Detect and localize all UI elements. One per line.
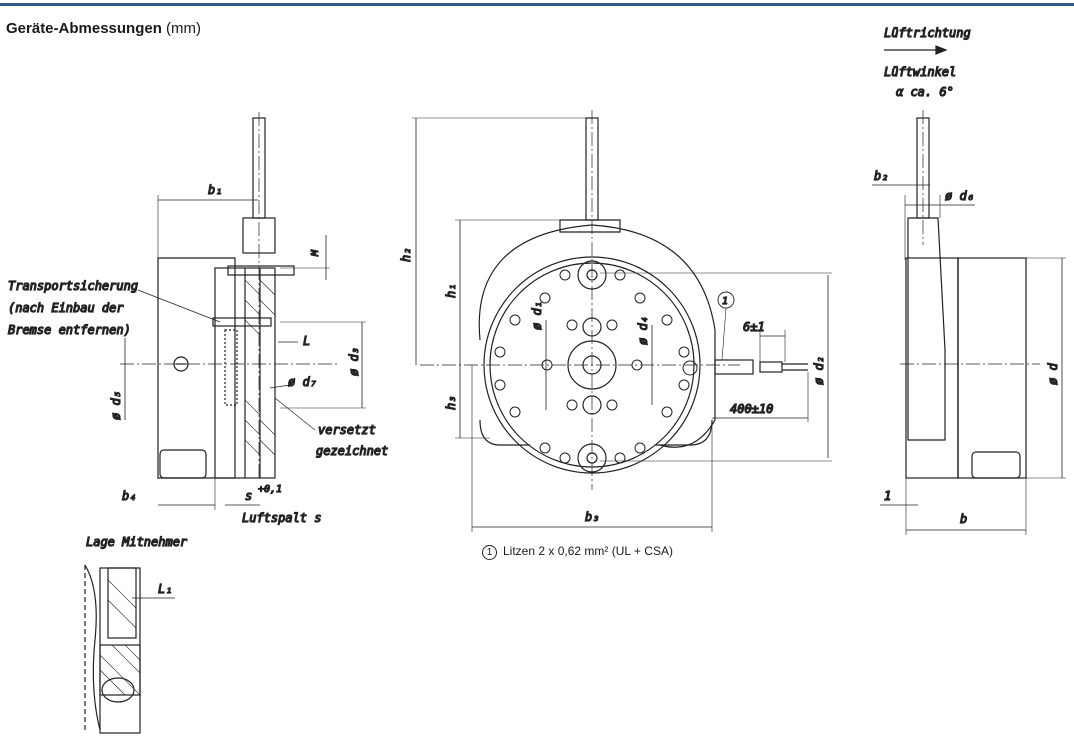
detail-mitnehmer (84, 564, 175, 734)
label-h2: h₂ (399, 248, 413, 262)
title-unit: (mm) (166, 20, 202, 37)
label-lage: Lage Mitnehmer (86, 535, 188, 549)
label-h1: h₁ (444, 284, 458, 298)
front-lever (478, 224, 716, 448)
label-transport-3: Bremse entfernen) (8, 323, 131, 337)
label-transport-2: (nach Einbau der (8, 301, 124, 315)
label-lueftrichtung: Lüftrichtung (884, 26, 971, 40)
marker-1: 1 (722, 296, 728, 307)
label-L1: L₁ (158, 582, 172, 596)
title-text: Geräte-Abmessungen (6, 20, 162, 37)
label-d3: ø d₃ (347, 347, 361, 376)
label-M: M (310, 249, 321, 257)
detail-pad (107, 567, 137, 639)
label-s-tol: +0,1 (258, 484, 282, 495)
label-d2: ø d₂ (812, 356, 826, 385)
label-d6: ø d₆ (945, 189, 974, 203)
right-side-view (872, 45, 1066, 535)
label-h3: h₃ (444, 396, 458, 410)
label-b4: b₄ (122, 489, 136, 503)
label-d: ø d (1046, 363, 1060, 385)
right-body (957, 257, 1027, 479)
left-screw-top (227, 265, 295, 276)
label-gezeichnet: gezeichnet (316, 444, 388, 458)
label-d7: ø d₇ (288, 375, 317, 389)
label-L: L (303, 334, 310, 348)
footnote-text: Litzen 2 x 0,62 mm² (UL + CSA) (503, 544, 673, 558)
footnote-marker: 1 (482, 545, 497, 560)
label-d1: ø d₁ (530, 301, 544, 330)
label-d5: ø d₅ (109, 391, 123, 420)
transport-bolt (212, 317, 272, 327)
label-lueftwinkel: Lüftwinkel (884, 65, 956, 79)
page-title: Geräte-Abmessungen (mm) (6, 20, 201, 37)
detail-body (99, 567, 141, 734)
label-luftspalt: Luftspalt s (242, 511, 321, 525)
left-pad (224, 329, 238, 406)
label-transport-1: Transportsicherung (8, 279, 138, 293)
front-view (412, 110, 832, 532)
right-flange (905, 257, 959, 479)
left-side-view (120, 112, 366, 510)
label-s: s (245, 489, 252, 503)
label-winkel: α ca. 6° (896, 85, 954, 99)
cable-sleeve (714, 359, 754, 375)
detail-hole (101, 677, 135, 703)
right-foot (971, 451, 1021, 479)
right-lever (907, 217, 946, 441)
top-rule (0, 3, 1074, 6)
label-b: b (960, 512, 967, 526)
label-b1: b₁ (208, 183, 222, 197)
label-400: 400±10 (730, 402, 773, 416)
label-versetzt: versetzt (318, 423, 376, 437)
left-body (157, 257, 236, 479)
label-1: 1 (884, 489, 891, 503)
left-foot (159, 449, 207, 479)
label-6: 6±1 (743, 320, 765, 334)
footnote: 1 Litzen 2 x 0,62 mm² (UL + CSA) (482, 544, 673, 560)
label-d4: ø d₄ (636, 316, 650, 345)
label-b2: b₂ (874, 169, 888, 183)
cable-end (759, 361, 783, 373)
label-b3: b₃ (585, 510, 599, 524)
